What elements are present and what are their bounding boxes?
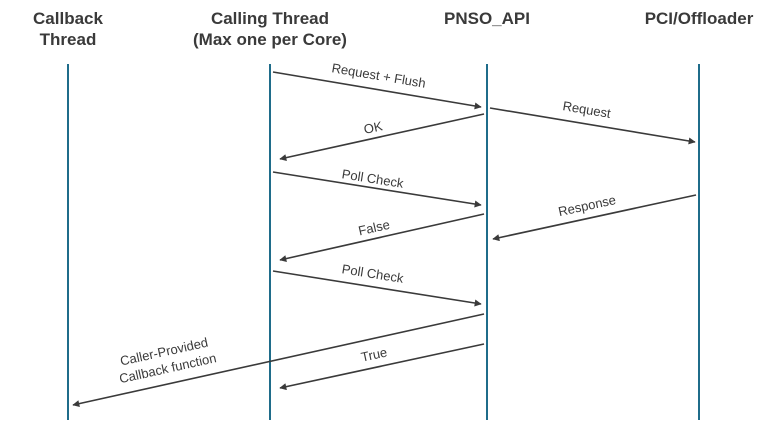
message-label-true: True (360, 345, 389, 365)
arrow-poll-check-2 (272, 270, 482, 307)
arrow-request (489, 107, 696, 145)
message-label-response: Response (557, 192, 617, 219)
message-label-callback-call: Caller-ProvidedCallback function (114, 334, 218, 387)
arrow-poll-check-1 (272, 171, 482, 208)
lifeline-header-pci: PCI/Offloader (645, 9, 754, 28)
message-label-poll-check-2: Poll Check (341, 261, 405, 286)
arrow-request-flush (272, 71, 482, 110)
lifeline-header-pnso: PNSO_API (444, 9, 530, 28)
message-label-false: False (357, 217, 391, 239)
arrow-ok (279, 113, 485, 162)
lifeline-header-calling: Calling Thread(Max one per Core) (193, 9, 347, 49)
message-label-request: Request (562, 98, 613, 121)
arrow-true (279, 343, 485, 391)
arrow-false (279, 213, 485, 263)
message-label-ok: OK (362, 118, 384, 137)
arrow-callback-call (72, 313, 485, 408)
message-label-request-flush: Request + Flush (331, 60, 427, 91)
arrow-response (492, 194, 697, 242)
